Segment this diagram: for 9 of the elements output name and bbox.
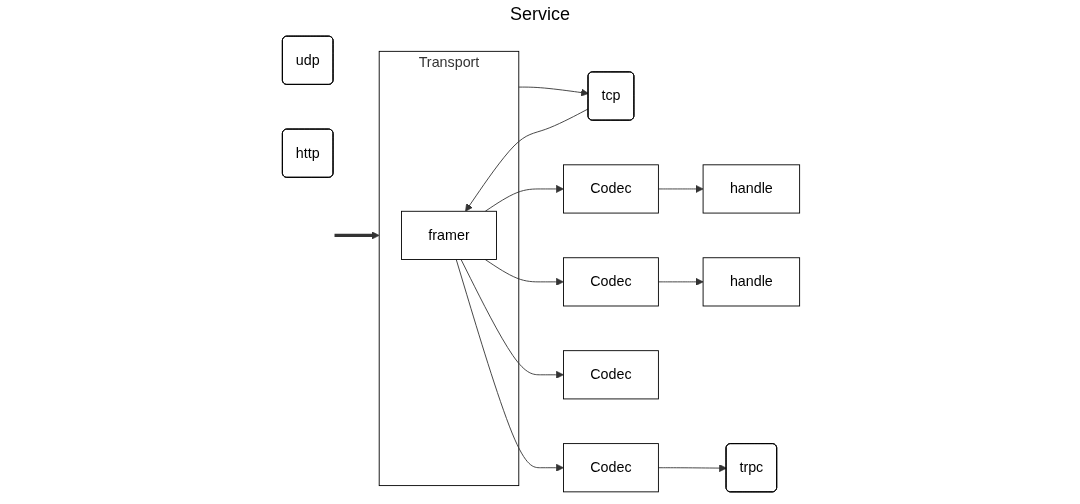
diagram-title: Service (509, 4, 571, 25)
node-box: Codec (562, 443, 659, 493)
node-box: handle (702, 257, 800, 307)
arrow (334, 231, 380, 240)
node-box: handle (702, 164, 800, 214)
node-box: Codec (562, 164, 659, 214)
node-box: framer (400, 210, 497, 260)
node-box: Codec (562, 350, 659, 400)
node-box: Codec (562, 257, 659, 307)
